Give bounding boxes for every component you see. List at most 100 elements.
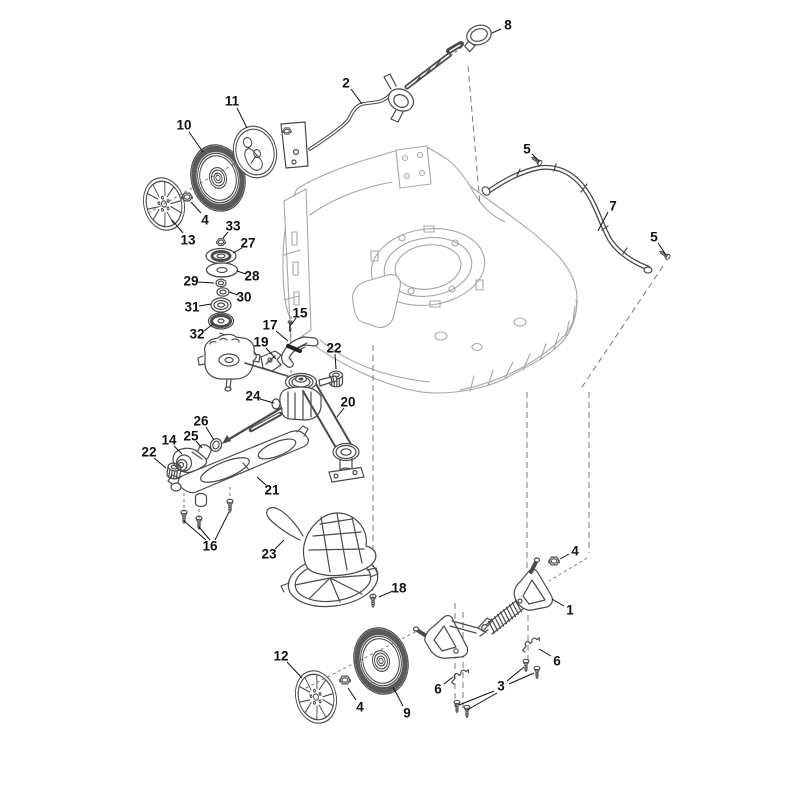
leader-line-11 [236,107,248,129]
pulley-27 [205,247,237,265]
leader-line-4 [347,687,357,701]
nut-4-arm [548,556,560,566]
leader-line-29 [197,281,215,284]
rear-wheel-9 [347,622,415,700]
part-callout-15-16: 15 [292,306,308,321]
part-callout-25-23: 25 [183,429,199,444]
washer-26 [209,438,223,452]
part-callout-29-12: 29 [183,274,198,289]
leader-line-3 [466,692,498,711]
leader-line-10 [188,131,204,153]
part-callout-22-25: 22 [141,445,156,460]
part-callout-12-35: 12 [273,649,288,664]
leader-line-15 [290,317,297,326]
disc-28 [205,262,239,278]
hubcap-12 [290,666,342,727]
leader-line-26 [205,426,215,441]
leader-line-19 [265,347,277,360]
drive-belt-20 [302,383,365,483]
part-callout-11-2: 11 [225,94,240,109]
control-rod-2 [308,41,464,151]
leader-line-9 [392,686,404,707]
leader-line-6 [538,648,552,657]
part-callout-10-3: 10 [176,118,191,133]
leader-line-12 [286,661,303,679]
pin-15 [287,320,293,332]
part-callout-1-31: 1 [566,603,574,618]
part-callout-6-34: 6 [434,682,442,697]
wheel-nut-4-rear [339,675,351,685]
part-callout-5-4: 5 [523,142,531,157]
part-callout-16-27: 16 [202,539,218,554]
part-callout-17-17: 17 [262,318,277,333]
bearing-cup-31 [210,297,232,313]
leader-line-21 [256,476,267,486]
leader-line-4 [559,553,570,560]
leader-line-3 [506,666,525,682]
leader-line-25 [195,440,203,449]
leader-line-16 [183,520,207,541]
part-callout-3-33: 3 [497,679,505,694]
part-callout-31-14: 31 [184,300,200,315]
leader-line-16 [214,511,230,541]
handle-tube-7 [481,163,653,274]
part-callout-20-21: 20 [340,395,355,410]
nut-33 [216,238,226,246]
part-callout-5-6: 5 [650,230,658,245]
axle-bracket-21 [167,425,309,508]
part-callout-4-7: 4 [201,213,209,228]
leader-line-7 [597,211,609,232]
screw-5-upper [529,154,544,167]
leader-line-22 [153,457,167,469]
washer-29 [215,278,227,288]
belt-cover-23 [266,506,379,608]
screw-3-b [533,665,541,680]
mower-deck-drawing [282,145,578,394]
exploded-parts [138,24,672,727]
leader-line-14 [173,445,183,455]
leader-line-28 [236,270,247,275]
part-callout-32-15: 32 [189,327,204,342]
part-callout-7-5: 7 [609,199,617,214]
leader-line-1 [551,598,565,607]
leader-line-31 [198,303,212,307]
bushing-22-left [165,461,183,481]
part-callout-6-32: 6 [553,654,561,669]
transmission-24 [271,372,338,421]
part-callout-21-26: 21 [264,483,280,498]
starter-ring-8 [464,24,492,53]
leader-line-13 [171,219,184,234]
part-callout-22-19: 22 [326,341,341,356]
leader-line-16 [198,526,211,541]
screw-5-lower [657,248,672,261]
gear-32 [207,312,235,330]
leader-line-17 [275,330,289,342]
leader-line-30 [228,291,239,296]
leader-line-32 [203,323,214,332]
washer-30 [216,287,230,297]
leader-line-33 [222,231,229,239]
part-callout-13-9: 13 [180,233,196,248]
bracket-19 [260,350,282,372]
leader-line-3 [458,690,495,706]
clip-6-right [520,636,542,653]
part-callout-30-13: 30 [236,290,251,305]
screw-3-d [463,704,471,719]
screw-3-a [522,658,530,673]
part-callout-18-29: 18 [391,581,407,596]
leader-line-6 [443,676,454,685]
part-callout-14-24: 14 [161,433,177,448]
bracket-17 [281,336,319,368]
leader-line-24 [259,398,275,404]
part-callout-19-18: 19 [253,335,268,350]
leader-line-4 [190,201,202,214]
leader-line-5 [657,242,667,256]
part-callout-33-8: 33 [225,219,241,234]
handle-bracket [280,121,309,169]
leader-line-18 [378,590,394,598]
screw-16-c [226,498,234,513]
part-callout-28-11: 28 [244,269,260,284]
